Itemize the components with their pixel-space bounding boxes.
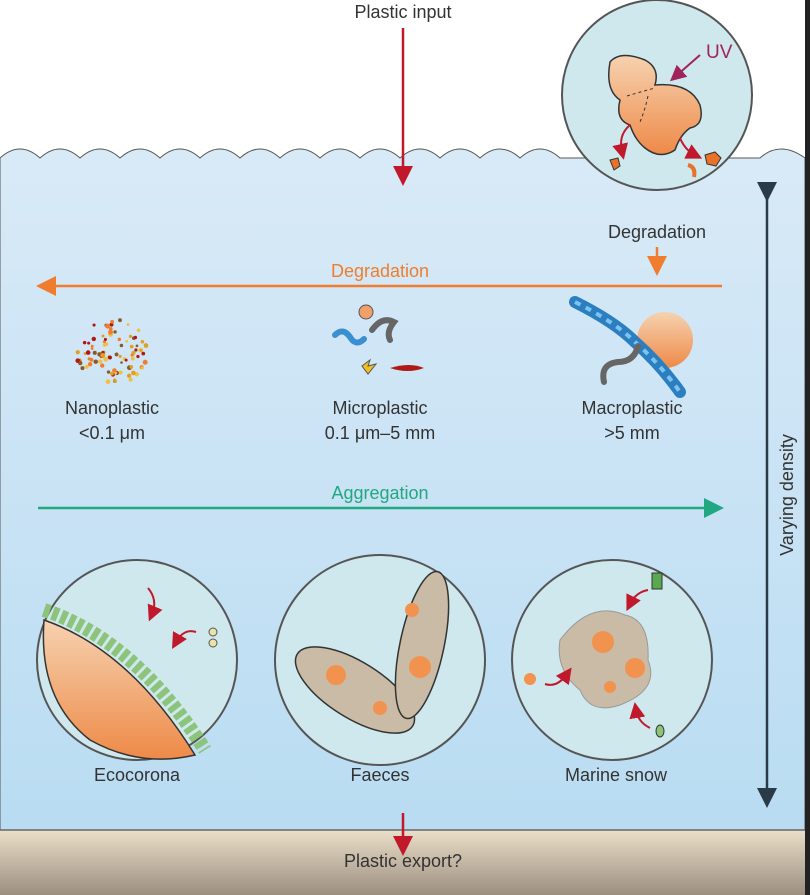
plastic-fragment-large: [608, 54, 702, 156]
faeces-label: Faeces: [350, 765, 409, 785]
nanoplastic-particle: [125, 340, 129, 343]
nanoplastic-particle: [80, 366, 85, 371]
nanoplastic-particle: [87, 341, 91, 345]
nanoplastic-particle: [90, 344, 94, 348]
nanoplastic-particles: [75, 318, 149, 385]
nanoplastic-particle: [101, 334, 105, 338]
aggregation-arrow-label: Aggregation: [331, 483, 428, 503]
nanoplastic-particle: [118, 318, 122, 323]
nanoplastic-particle: [92, 323, 96, 327]
nanoplastic-particle: [124, 358, 128, 362]
nanoplastic-particle: [126, 323, 130, 327]
nanoplastic-particle: [126, 373, 132, 378]
ecocorona-label: Ecocorona: [94, 765, 181, 785]
nanoplastic-particle: [85, 350, 91, 355]
nanoplastic-particle: [118, 354, 122, 358]
nanoplastic-particle: [119, 343, 124, 348]
nanoplastic-particle: [87, 362, 93, 367]
nanoplastic-particle: [108, 329, 113, 335]
nanoplastic-particle: [134, 348, 138, 352]
nanoplastic-particle: [98, 359, 103, 364]
nanoplastic-particle: [109, 371, 114, 376]
nanoplastic-particle: [106, 370, 111, 374]
nanoplastic-particle: [103, 356, 109, 362]
macroplastic-label: Macroplastic: [581, 398, 682, 418]
nanoplastic-particle: [110, 319, 115, 324]
macroplastic-items: [569, 296, 693, 398]
nanoplastic-particle: [118, 370, 123, 375]
nanoplastic-size: <0.1 μm: [79, 423, 145, 443]
nanoplastic-particle: [133, 335, 138, 340]
varying-density-label: Varying density: [777, 434, 797, 556]
nanoplastic-particle: [107, 355, 111, 359]
nanoplastic-particle: [131, 350, 136, 355]
degradation-arrow-label: Degradation: [331, 261, 429, 281]
nanoplastic-particle: [129, 344, 134, 349]
nanoplastic-particle: [89, 357, 94, 362]
uv-label: UV: [706, 42, 733, 63]
nanoplastic-particle: [129, 365, 134, 369]
nanoplastic-particle: [83, 352, 87, 355]
microplastic-particles: [332, 304, 424, 375]
nanoplastic-particle: [142, 359, 148, 365]
microplastic-label: Microplastic: [332, 398, 427, 418]
nanoplastic-particle: [113, 330, 117, 334]
nanoplastic-particle: [143, 343, 149, 348]
nanoplastic-particle: [78, 360, 83, 366]
marine-snow-inset: [511, 559, 713, 761]
marine-snow-label: Marine snow: [565, 765, 668, 785]
nanoplastic-particle: [134, 372, 139, 377]
nanoplastic-particle: [102, 343, 107, 347]
nanoplastic-particle: [141, 351, 146, 356]
right-frame-edge: [805, 0, 810, 895]
nanoplastic-particle: [120, 361, 123, 364]
nanoplastic-particle: [128, 334, 133, 338]
nanoplastic-particle: [91, 336, 97, 342]
nanoplastic-particle: [140, 366, 144, 370]
nanoplastic-particle: [130, 356, 135, 361]
uv-arrow: [669, 54, 701, 82]
nanoplastic-particle: [117, 337, 122, 342]
nanoplastic-particle: [113, 379, 118, 383]
nanoplastic-particle: [103, 337, 107, 341]
nanoplastic-particle: [93, 359, 98, 364]
nanoplastic-particle: [114, 371, 118, 375]
nanoplastic-particle: [136, 354, 140, 359]
nanoplastic-particle: [108, 326, 113, 331]
plastic-input-label: Plastic input: [354, 2, 451, 22]
nanoplastic-particle: [84, 364, 89, 369]
nanoplastic-label: Nanoplastic: [65, 398, 159, 418]
nanoplastic-particle: [100, 363, 105, 368]
microplastic-size: 0.1 μm–5 mm: [325, 423, 435, 443]
nanoplastic-particle: [112, 368, 117, 373]
nanoplastic-particle: [82, 340, 87, 345]
degradation-top-label: Degradation: [608, 222, 706, 242]
nanoplastic-particle: [92, 350, 97, 355]
ecocorona-inset: [36, 559, 238, 761]
nanoplastic-particle: [128, 377, 133, 382]
faeces-inset: [274, 554, 486, 766]
nanoplastic-particle: [135, 344, 139, 348]
nanoplastic-particle: [136, 328, 141, 333]
plastic-export-label: Plastic export?: [344, 851, 462, 871]
nanoplastic-particle: [131, 370, 136, 376]
nanoplastic-particle: [75, 350, 80, 355]
nanoplastic-particle: [105, 323, 110, 329]
nanoplastic-particle: [139, 348, 143, 352]
nanoplastic-particle: [100, 352, 106, 358]
nanoplastic-particle: [109, 322, 114, 327]
nanoplastic-particle: [114, 352, 119, 357]
macroplastic-size: >5 mm: [604, 423, 660, 443]
nanoplastic-particle: [90, 347, 94, 351]
nanoplastic-particle: [140, 340, 145, 344]
uv-degradation-inset: UV: [561, 0, 753, 191]
nanoplastic-particle: [105, 379, 111, 385]
